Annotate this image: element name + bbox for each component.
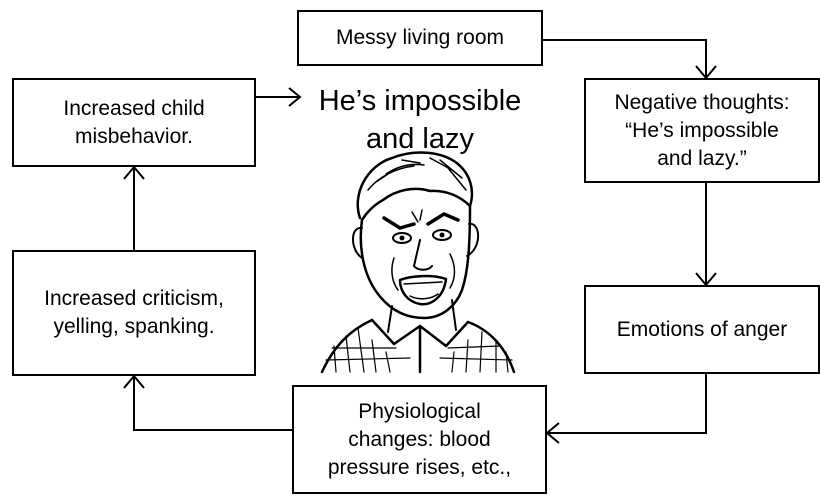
increased-misbehavior-label: Increased child misbehavior.	[63, 96, 205, 148]
negative-thoughts-box: Negative thoughts: “He’s impossible and …	[584, 78, 820, 183]
increased-misbehavior-box: Increased child misbehavior.	[12, 78, 256, 167]
increased-criticism-box: Increased criticism, yelling, spanking.	[12, 250, 256, 376]
negative-thoughts-label: Negative thoughts: “He’s impossible and …	[614, 90, 790, 170]
thought-caption: He’s impossible and lazy	[318, 85, 522, 155]
arrowhead-misbehavior-to-thought	[288, 87, 302, 107]
arrow-emotions-to-physiological	[547, 374, 707, 434]
emotions-of-anger-label: Emotions of anger	[616, 317, 788, 341]
arrowhead-criticism-to-misbehavior	[123, 165, 145, 180]
emotions-of-anger-box: Emotions of anger	[584, 285, 820, 374]
physiological-changes-label: Physiological changes: blood pressure ri…	[327, 399, 512, 479]
angry-man-illustration	[320, 151, 516, 374]
messy-living-room-label: Messy living room	[335, 26, 505, 49]
arrowhead-physiological-to-criticism	[123, 374, 145, 389]
physiological-changes-box: Physiological changes: blood pressure ri…	[292, 385, 547, 494]
arrow-room-to-thoughts	[543, 39, 707, 78]
arrow-physiological-to-criticism	[133, 376, 292, 431]
messy-living-room-box: Messy living room	[297, 10, 543, 66]
increased-criticism-label: Increased criticism, yelling, spanking.	[44, 287, 224, 338]
arrowhead-emotions-to-physiological	[545, 422, 560, 444]
